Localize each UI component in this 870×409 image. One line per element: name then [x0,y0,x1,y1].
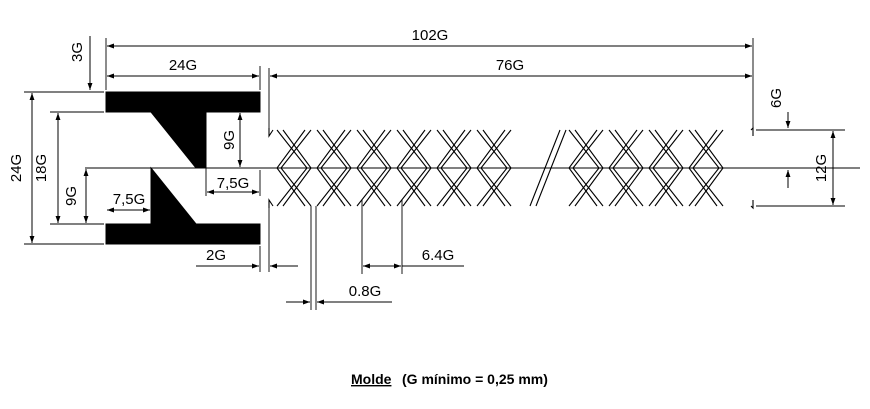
zigzag-line [482,129,512,207]
label-overall-length: 102G [412,27,449,44]
dimension-lower-inner: 9G [63,169,89,223]
caption-note: (G mínimo = 0,25 mm) [402,371,548,387]
zigzag-line [654,129,684,207]
zigzag-line [276,129,308,207]
zigzag-line [608,129,638,207]
label-lower-inner: 9G [63,186,80,206]
dimension-gap: 2G [196,208,298,272]
zigzag-line [442,129,472,207]
zigzag-line [568,129,598,207]
label-upper-step: 7,5G [217,175,250,192]
zigzag-line [476,129,508,207]
zigzag-line [572,129,604,207]
zigzag-line [362,129,392,207]
label-inner-height: 18G [33,154,50,182]
caption: Molde (G mínimo = 0,25 mm) [351,371,548,387]
zigzag-pattern [268,126,754,210]
zigzag-line [280,129,312,207]
dimension-total-height: 24G [8,91,104,245]
zigzag-line [360,129,392,207]
zigzag-line [692,129,724,207]
label-upper-inner: 9G [221,130,238,150]
zigzag-line [320,129,352,207]
dimension-line-width: 0.8G [286,206,392,310]
zigzag-left-bottom-stub [268,198,274,208]
zigzag-line [688,129,720,207]
zigzag-break-line [535,129,567,207]
lower-mold-block [105,166,261,245]
zigzag-line [396,129,426,207]
dimension-inner-height: 18G [33,111,104,225]
zigzag-line [648,129,678,207]
zigzag-line [440,129,472,207]
zigzag-line [356,129,388,207]
zigzag-line [436,129,468,207]
dimension-pitch: 6.4G [361,200,464,274]
label-zigzag-height: 12G [813,154,830,182]
zigzag-line [694,129,724,207]
zigzag-line [476,129,506,207]
dimension-zigzag-length: 76G [268,57,752,128]
zigzag-line [282,129,312,207]
zigzag-line [480,129,512,207]
dimension-right-offset: 6G [756,88,800,188]
label-top-offset: 3G [69,42,86,62]
zigzag-line [568,129,600,207]
zigzag-line [356,129,386,207]
zigzag-break-line [529,129,561,207]
zigzag-line [402,129,432,207]
dimension-zigzag-height: 12G [756,129,845,207]
zigzag-line [648,129,680,207]
dimension-upper-step: 7,5G [205,168,261,196]
label-total-height: 24G [8,154,25,182]
zigzag-line [436,129,466,207]
zigzag-right-bottom-stub [750,200,754,210]
dimension-lower-step: 7,5G [107,170,152,216]
dimension-upper-inner: 9G [221,113,243,167]
zigzag-line [400,129,432,207]
zigzag-line [652,129,684,207]
zigzag-line [396,129,428,207]
zigzag-line [608,129,640,207]
zigzag-left-top-stub [268,128,274,138]
caption-title: Molde [351,371,392,387]
label-line-width: 0.8G [349,283,382,300]
label-zigzag-length: 76G [496,57,524,74]
dimension-overall-length: 102G [105,27,754,128]
zigzag-line [316,129,348,207]
zigzag-line [276,129,306,207]
zigzag-line [322,129,352,207]
label-right-offset: 6G [768,88,785,108]
zigzag-line [612,129,644,207]
zigzag-line [316,129,346,207]
label-pitch: 6.4G [422,247,455,264]
dimension-block-length: 24G [107,57,261,90]
zigzag-line [688,129,718,207]
zigzag-right-top-stub [750,126,754,136]
label-gap: 2G [206,247,226,264]
zigzag-line [574,129,604,207]
label-lower-step: 7,5G [113,191,146,208]
dimension-top-offset: 3G [69,36,104,93]
label-block-length: 24G [169,57,197,74]
zigzag-line [614,129,644,207]
